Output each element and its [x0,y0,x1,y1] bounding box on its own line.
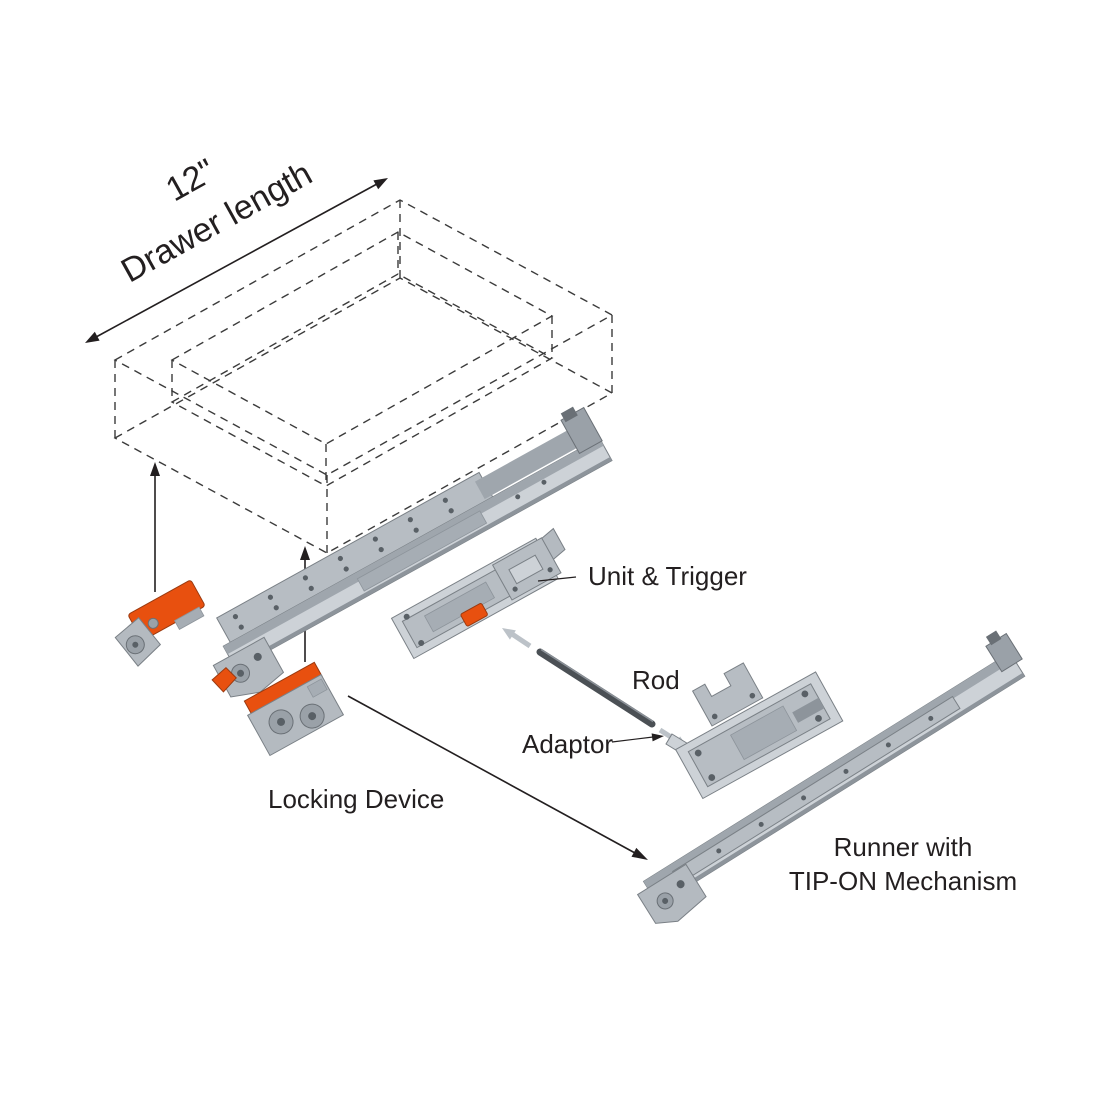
locking-device-label: Locking Device [268,784,444,814]
front-fixing-bracket [211,636,285,698]
dimension-arrow [85,178,388,343]
runner-label-line1: Runner with [834,832,973,862]
upper-runner [211,406,613,698]
rod-label: Rod [632,665,680,695]
dimension-label: 12" [160,152,222,209]
unit-trigger-leader [537,576,577,582]
drawer-outline [113,199,614,554]
drawer-length-label: Drawer length [115,154,319,290]
front-fixing-bracket [636,863,707,924]
left-locking-device [114,580,205,667]
runner-label-line2: TIP-ON Mechanism [789,866,1017,896]
rail-end-bracket [985,630,1023,673]
right-locking-device [243,661,345,757]
assembly-arrow [347,695,648,860]
unit-trigger-label: Unit & Trigger [588,561,747,591]
rod-part [536,648,656,728]
orange-lever [211,666,237,693]
trigger-bracket [491,537,562,601]
orange-trigger [460,603,488,627]
adaptor-leader-arrow [611,733,664,743]
rod-direction-arrow-upper [502,628,532,649]
rail-end-bracket [560,406,603,455]
tipon-unit [674,671,844,800]
lower-runner [636,630,1026,924]
adaptor-label: Adaptor [522,729,613,759]
up-arrow-left [150,462,160,592]
tipon-bracket [691,662,764,727]
